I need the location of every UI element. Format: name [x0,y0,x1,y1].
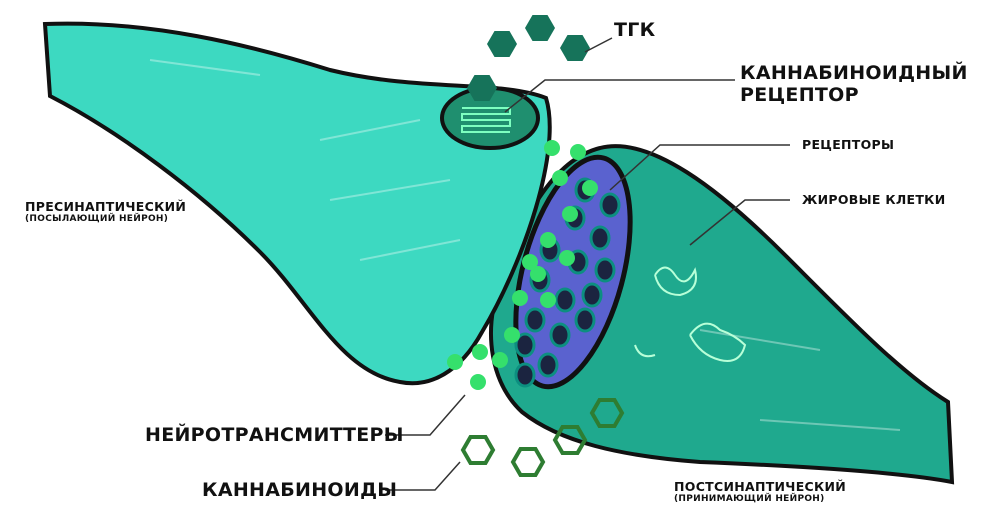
receptor-site [594,257,616,283]
receptor-site [514,362,536,388]
texture-strokes [149,59,901,431]
receptor-site [574,307,596,333]
cannabinoid-molecule [460,435,496,465]
neurotransmitter-dot [447,354,463,370]
thc-molecule [525,15,555,41]
neurotransmitter-dot [512,290,528,306]
receptor-site [524,307,546,333]
label-presynaptic: ПРЕСИНАПТИЧЕСКИЙ (ПОСЫЛАЮЩИЙ НЕЙРОН) [25,199,186,224]
label-neurotransmitters: НЕЙРОТРАНСМИТТЕРЫ [145,424,404,446]
cannabinoid-molecule [510,447,546,477]
cannabinoid-molecule [552,425,588,455]
fat-cells [634,266,747,362]
neurotransmitter-dot [492,352,508,368]
label-presynaptic-title: ПРЕСИНАПТИЧЕСКИЙ [25,199,187,214]
label-fat-cells: ЖИРОВЫЕ КЛЕТКИ [802,192,946,207]
neurotransmitter-dot [470,374,486,390]
label-presynaptic-sub: (ПОСЫЛАЮЩИЙ НЕЙРОН) [25,214,169,224]
label-postsynaptic-title: ПОСТСИНАПТИЧЕСКИЙ [674,479,847,494]
leader-lines [385,37,790,491]
neurotransmitter-dot [522,254,538,270]
molecules [460,15,625,477]
label-cannabinoids: КАННАБИНОИДЫ [202,479,398,501]
neurotransmitter-dot [472,344,488,360]
receptor-site [554,287,576,313]
receptor-site [514,332,536,358]
thc-molecule [467,75,497,101]
neurotransmitter-dot [544,140,560,156]
cannabinoid-molecule [589,398,625,428]
label-cannabinoid-receptor-line1: КАННАБИНОИДНЫЙ [740,62,968,84]
receptor-site [537,352,559,378]
neurotransmitter-dot [530,266,546,282]
receptor-site [589,225,611,251]
neurotransmitter-dot [540,292,556,308]
neurotransmitter-dot [559,250,575,266]
label-thc: ТГК [614,19,656,41]
label-cannabinoid-receptor: КАННАБИНОИДНЫЙ РЕЦЕПТОР [740,62,968,106]
neurotransmitter-dot [540,232,556,248]
neurotransmitter-dot [570,144,586,160]
neurotransmitter-dot [582,180,598,196]
neurotransmitter-dot [562,206,578,222]
presynaptic-neuron [42,21,552,386]
receptor-squiggle [461,107,511,133]
neurotransmitter-dot [552,170,568,186]
thc-molecule [487,31,517,57]
label-postsynaptic-sub: (ПРИНИМАЮЩИЙ НЕЙРОН) [674,494,825,504]
thc-molecule [560,35,590,61]
neurotransmitter-dot [504,327,520,343]
label-receptors: РЕЦЕПТОРЫ [802,137,895,152]
label-cannabinoid-receptor-line2: РЕЦЕПТОР [740,84,859,106]
receptor-site [581,282,603,308]
receptor-site [599,192,621,218]
neurotransmitters [447,140,598,390]
label-postsynaptic: ПОСТСИНАПТИЧЕСКИЙ (ПРИНИМАЮЩИЙ НЕЙРОН) [674,479,846,504]
receptor-site [549,322,571,348]
